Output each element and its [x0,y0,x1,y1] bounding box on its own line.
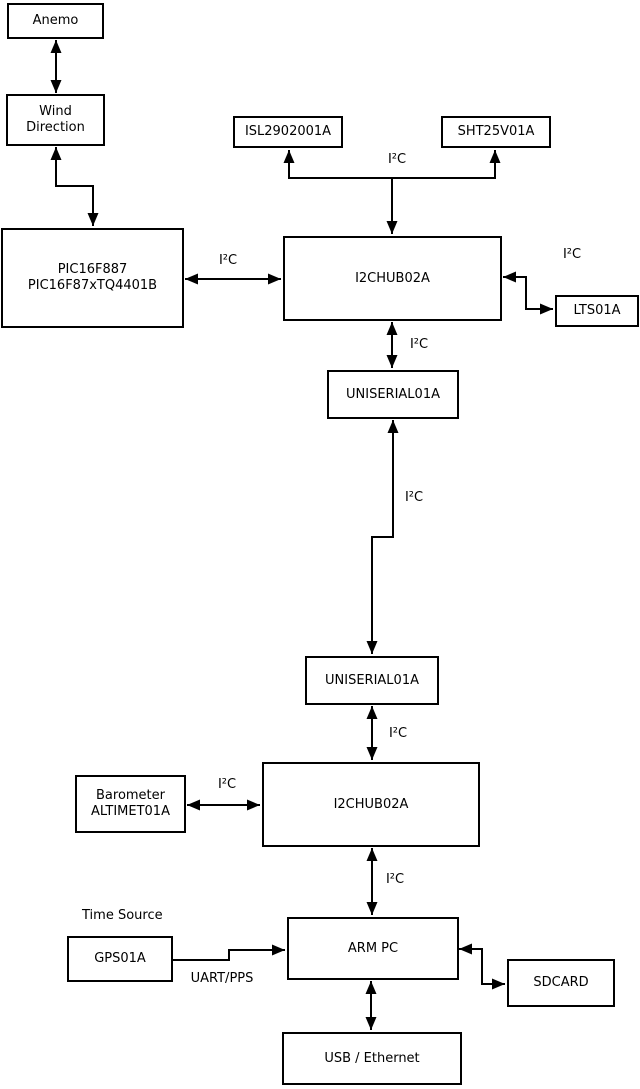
node-sdcard: SDCARD [507,959,615,1007]
node-arm-pc: ARM PC [287,917,459,980]
node-isl2902001a-label: ISL2902001A [244,124,332,139]
edge-i2chubtop-lts [503,271,553,315]
node-uniserial01a-bottom-label: UNISERIAL01A [325,672,419,688]
node-usb-ethernet-label: USB / Ethernet [324,1050,420,1066]
edge-label-i2c-sensors-top: I²C [387,152,407,167]
node-i2chub02a-top-label: I2CHUB02A [355,270,430,286]
node-wind-direction-label-line1: Wind [39,104,72,119]
node-uniserial01a-bottom: UNISERIAL01A [305,656,439,705]
edge-label-i2c-uniserial-hub2: I²C [388,726,408,741]
edge-label-i2c-barometer: I²C [217,777,237,792]
edge-label-i2c-hub2-armpc: I²C [385,872,405,887]
node-uniserial01a-top: UNISERIAL01A [327,370,459,419]
edge-uniserialtop-uniserialbottom [366,420,399,654]
edge-armpc-sdcard [459,943,505,990]
node-lts01a: LTS01A [555,295,639,327]
time-source-label: Time Source [82,908,163,923]
node-sdcard-label: SDCARD [533,975,589,990]
node-pic16f887-label-line1: PIC16F887 [57,262,128,277]
node-pic16f887-label-line2: PIC16F87xTQ4401B [27,278,158,293]
node-wind-direction-label-line2: Direction [26,120,85,135]
node-pic16f887: PIC16F887 PIC16F87xTQ4401B [1,228,184,328]
node-lts01a-label: LTS01A [573,303,621,318]
edge-label-i2c-pic-hub: I²C [218,253,238,268]
node-i2chub02a-bottom-label: I2CHUB02A [333,796,409,812]
node-usb-ethernet: USB / Ethernet [282,1032,462,1085]
node-anemo-label: Anemo [32,13,79,28]
edge-label-i2c-lts: I²C [562,247,582,262]
edge-gps-armpc [173,944,285,961]
node-gps01a: GPS01A [67,936,173,982]
node-anemo: Anemo [7,3,104,39]
node-barometer-label-line1: Barometer [96,788,165,803]
node-arm-pc-label: ARM PC [347,940,399,956]
node-sht25v01a: SHT25V01A [441,116,551,148]
edge-winddirection-pic [50,147,99,226]
node-barometer-altimet01a: Barometer ALTIMET01A [75,775,186,833]
node-i2chub02a-bottom: I2CHUB02A [262,762,480,847]
node-isl2902001a: ISL2902001A [233,116,343,148]
node-uniserial01a-top-label: UNISERIAL01A [346,386,440,402]
edge-label-i2c-uniserial-link: I²C [404,490,424,505]
node-i2chub02a-top: I2CHUB02A [283,236,502,321]
edge-label-i2c-hub-uniserial: I²C [409,337,429,352]
node-gps01a-label: GPS01A [94,951,146,966]
node-wind-direction: Wind Direction [6,94,105,146]
uart-pps-label: UART/PPS [190,971,254,986]
node-barometer-label-line2: ALTIMET01A [91,804,170,819]
node-sht25v01a-label: SHT25V01A [457,124,535,139]
